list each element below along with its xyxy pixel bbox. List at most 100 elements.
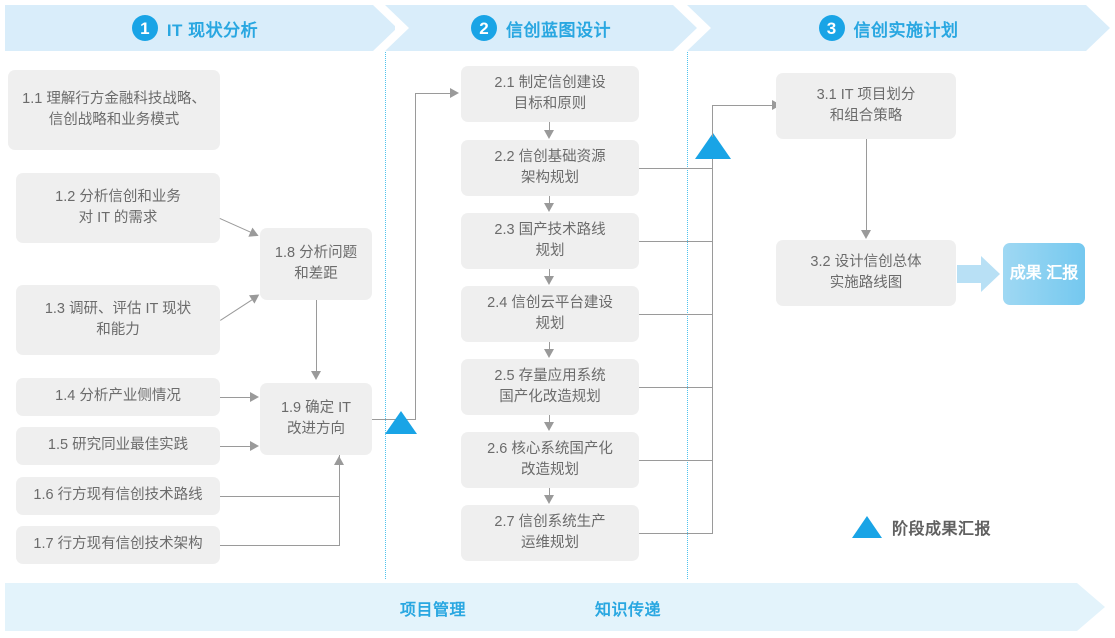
rail-2-6 [639,460,713,461]
connector-1-9-riser [415,93,416,420]
task-box-2-2[interactable]: 2.2 信创基础资源 架构规划 [461,140,639,196]
connector-arrow-3-1-to-3-2 [861,230,871,239]
phase-title-1: IT 现状分析 [166,20,259,40]
task-box-2-6[interactable]: 2.6 核心系统国产化 改造规划 [461,432,639,488]
footer-item-1[interactable]: 知识传递 [595,602,662,619]
result-line2: 汇报 [1046,264,1079,282]
milestone-triangle-icon [852,516,882,538]
legend-label: 阶段成果汇报 [892,521,992,538]
connector-arrow-2-5-to-2-6 [544,422,554,431]
task-box-1-5[interactable]: 1.5 研究同业最佳实践 [16,427,220,465]
phase-header-2[interactable]: 2 信创蓝图设计 [385,5,697,51]
task-2-7-line1: 2.7 信创系统生产 [494,513,606,530]
task-1-9-line1: 1.9 确定 IT [280,399,352,416]
connector-1-6-1-7-riser [339,455,340,546]
task-box-1-2[interactable]: 1.2 分析信创和业务 对 IT 的需求 [16,173,220,243]
task-box-1-4[interactable]: 1.4 分析产业侧情况 [16,378,220,416]
result-badge[interactable]: 成果 汇报 [1003,243,1085,305]
task-box-2-4[interactable]: 2.4 信创云平台建设 规划 [461,286,639,342]
phase-divider-2-3 [687,52,688,579]
connector-arrow-1-5-to-1-9 [250,441,259,451]
connector-arrow-2-6-to-2-7 [544,495,554,504]
rail-2-5 [639,387,713,388]
task-1-2-line1: 1.2 分析信创和业务 [55,188,181,205]
phase-title-2: 信创蓝图设计 [506,20,611,40]
connector-2-1-to-2-2 [549,122,550,131]
task-3-1-line1: 3.1 IT 项目划分 [816,86,916,103]
connector-1-5-to-1-9 [220,446,252,447]
connector-1-4-to-1-9 [220,397,252,398]
phase-title-3: 信创实施计划 [853,20,959,40]
connector-arrow-into-2-1 [450,88,459,98]
phase-header-3[interactable]: 3 信创实施计划 [687,5,1110,51]
connector-arrow-1-8-to-1-9 [311,371,321,380]
task-2-5-line1: 2.5 存量应用系统 [494,367,606,384]
rail-2-4 [639,314,713,315]
task-box-1-9[interactable]: 1.9 确定 IT 改进方向 [260,383,372,455]
connector-arrow-2-1-to-2-2 [544,130,554,139]
phase-divider-1-2 [385,52,386,579]
footer-item-0[interactable]: 项目管理 [400,602,467,619]
milestone-triangle-phase2 [695,133,731,159]
task-1-4-label: 1.4 分析产业侧情况 [55,388,181,405]
connector-3-1-to-3-2 [866,139,867,231]
task-2-4-line2: 规划 [535,316,565,332]
connector-arrow-1-4-to-1-9 [250,392,259,402]
connector-2-2-to-2-3 [549,196,550,204]
task-1-6-label: 1.6 行方现有信创技术路线 [33,487,203,504]
task-box-2-3[interactable]: 2.3 国产技术路线 规划 [461,213,639,269]
task-1-5-label: 1.5 研究同业最佳实践 [47,437,189,454]
task-1-2-line2: 对 IT 的需求 [78,210,158,226]
connector-into-3-1 [712,105,776,106]
task-box-1-6[interactable]: 1.6 行方现有信创技术路线 [16,477,220,515]
task-box-3-2[interactable]: 3.2 设计信创总体 实施路线图 [776,240,956,306]
task-1-3-line2: 和能力 [96,322,140,338]
phase-number-badge-2: 2 [471,15,497,41]
task-2-2-line2: 架构规划 [521,170,579,186]
task-box-2-5[interactable]: 2.5 存量应用系统 国产化改造规划 [461,359,639,415]
rail-collector-phase2 [712,137,713,534]
connector-2-5-to-2-6 [549,415,550,423]
task-1-3-line1: 1.3 调研、评估 IT 现状 [44,300,192,317]
task-box-1-1[interactable]: 1.1 理解行方金融科技战略、 信创战略和业务模式 [8,70,220,150]
task-2-1-line2: 目标和原则 [513,96,587,112]
task-2-6-line1: 2.6 核心系统国产化 [487,440,613,457]
task-2-3-line1: 2.3 国产技术路线 [494,221,606,238]
legend-milestone: 阶段成果汇报 [852,515,991,539]
phase-number-badge-3: 3 [818,15,845,41]
task-box-2-1[interactable]: 2.1 制定信创建设 目标和原则 [461,66,639,122]
task-1-1-line1: 1.1 理解行方金融科技战略、 [22,90,206,107]
task-1-1-line2: 信创战略和业务模式 [48,112,180,128]
task-box-1-8[interactable]: 1.8 分析问题 和差距 [260,228,372,300]
task-2-6-line2: 改造规划 [521,462,579,478]
task-3-2-line1: 3.2 设计信创总体 [810,253,922,270]
connector-arrow-2-3-to-2-4 [544,276,554,285]
task-3-1-line2: 和组合策略 [829,108,903,124]
connector-3-1-riser [712,105,713,137]
connector-2-4-to-2-5 [549,342,550,350]
connector-2-3-to-2-4 [549,269,550,277]
task-box-3-1[interactable]: 3.1 IT 项目划分 和组合策略 [776,73,956,139]
rail-2-2 [639,168,713,169]
phase-header-1[interactable]: 1 IT 现状分析 [5,5,395,51]
task-2-7-line2: 运维规划 [521,535,579,551]
task-3-2-line2: 实施路线图 [829,275,903,291]
task-box-1-7[interactable]: 1.7 行方现有信创技术架构 [16,526,220,564]
task-2-5-line2: 国产化改造规划 [499,389,601,405]
connector-1-7-rail [220,545,340,546]
milestone-triangle-phase1 [385,411,417,434]
connector-arrow-1-2-to-1-8 [248,227,261,241]
rail-2-3 [639,241,713,242]
result-arrow-icon [957,256,1000,292]
footer-band: 项目管理 知识传递 [5,583,1105,631]
task-box-2-7[interactable]: 2.7 信创系统生产 运维规划 [461,505,639,561]
task-2-4-line1: 2.4 信创云平台建设 [487,294,613,311]
task-1-7-label: 1.7 行方现有信创技术架构 [33,536,203,553]
task-box-1-3[interactable]: 1.3 调研、评估 IT 现状 和能力 [16,285,220,355]
phase-number-badge-1: 1 [131,15,158,41]
connector-into-2-1 [415,93,453,94]
connector-1-6-rail [220,496,340,497]
task-2-1-line1: 2.1 制定信创建设 [494,74,606,91]
task-2-3-line2: 规划 [535,243,565,259]
